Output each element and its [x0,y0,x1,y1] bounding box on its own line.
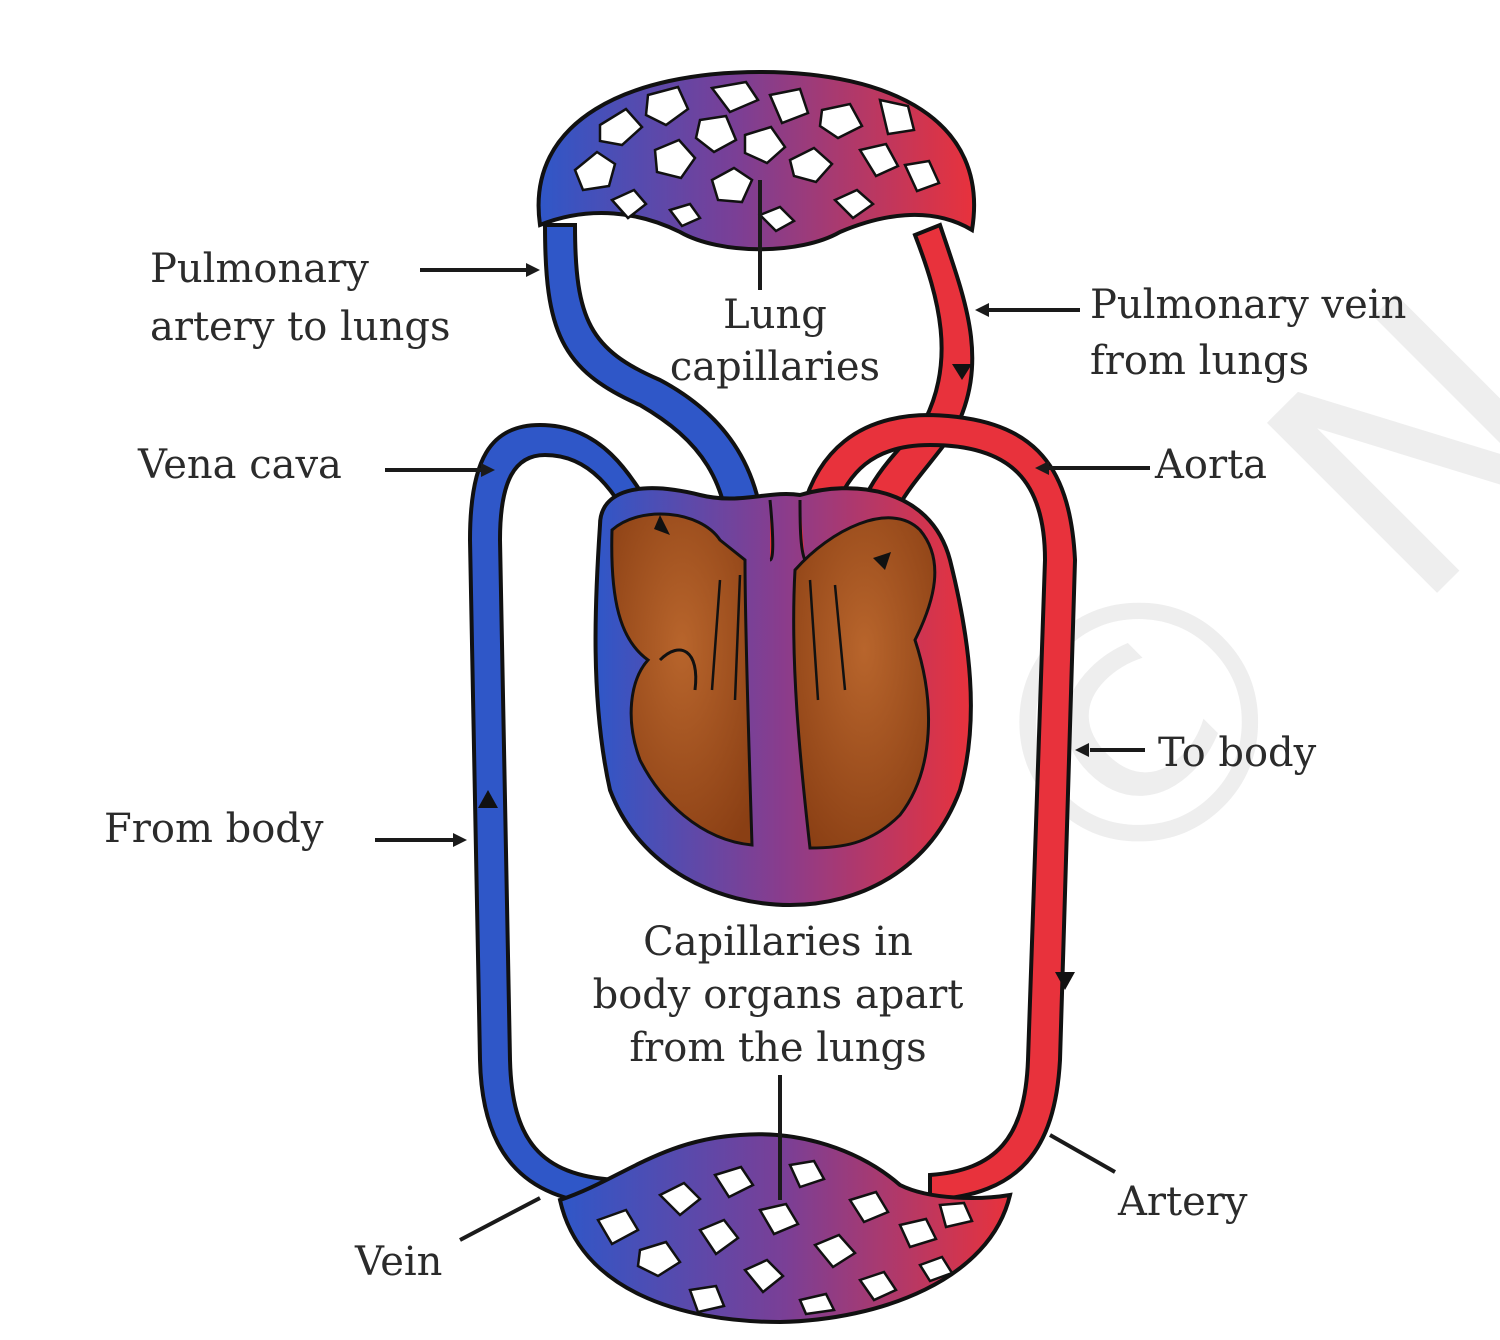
label-pulmonary-vein-line2: from lungs [1090,338,1309,384]
label-pulmonary-artery-line1: Pulmonary [150,246,369,292]
right-heart-chambers [610,512,754,847]
label-vein: Vein [354,1239,442,1285]
watermark-text: © Not to be [890,0,1500,978]
body-capillary-bed [557,1132,1013,1325]
label-pulmonary-vein-line1: Pulmonary vein [1090,282,1406,328]
heart [593,486,973,908]
label-from-body: From body [104,806,324,852]
pulmonary-artery-vessel [542,223,768,562]
flow-arrow-up-vein [478,790,498,808]
leader-lines [375,180,1150,1242]
label-pulmonary-artery-line2: artery to lungs [150,304,450,350]
label-vena-cava: Vena cava [137,442,342,488]
body-capillary-holes [596,1159,974,1316]
label-body-capillaries-line1: Capillaries in [643,919,913,965]
lung-capillary-holes [573,80,941,233]
label-lung-capillaries-line2: capillaries [670,344,880,390]
lung-capillary-bed [536,69,976,252]
flow-arrow-down-artery [1055,972,1075,990]
label-lung-capillaries-line1: Lung [723,292,827,338]
flow-arrow-pulm-vein [952,364,972,380]
left-heart-chambers [792,516,937,850]
label-artery: Artery [1117,1179,1248,1225]
flow-arrow-heart-right [654,515,670,535]
watermark: © Not to be [890,0,1500,978]
label-body-capillaries-line3: from the lungs [629,1025,926,1071]
flow-arrow-heart-left [873,552,891,570]
flow-arrows [478,364,1075,990]
label-aorta: Aorta [1154,442,1267,488]
labels: Pulmonary artery to lungs Lung capillari… [104,246,1406,1285]
label-body-capillaries-line2: body organs apart [593,972,964,1018]
label-to-body: To body [1158,730,1317,776]
